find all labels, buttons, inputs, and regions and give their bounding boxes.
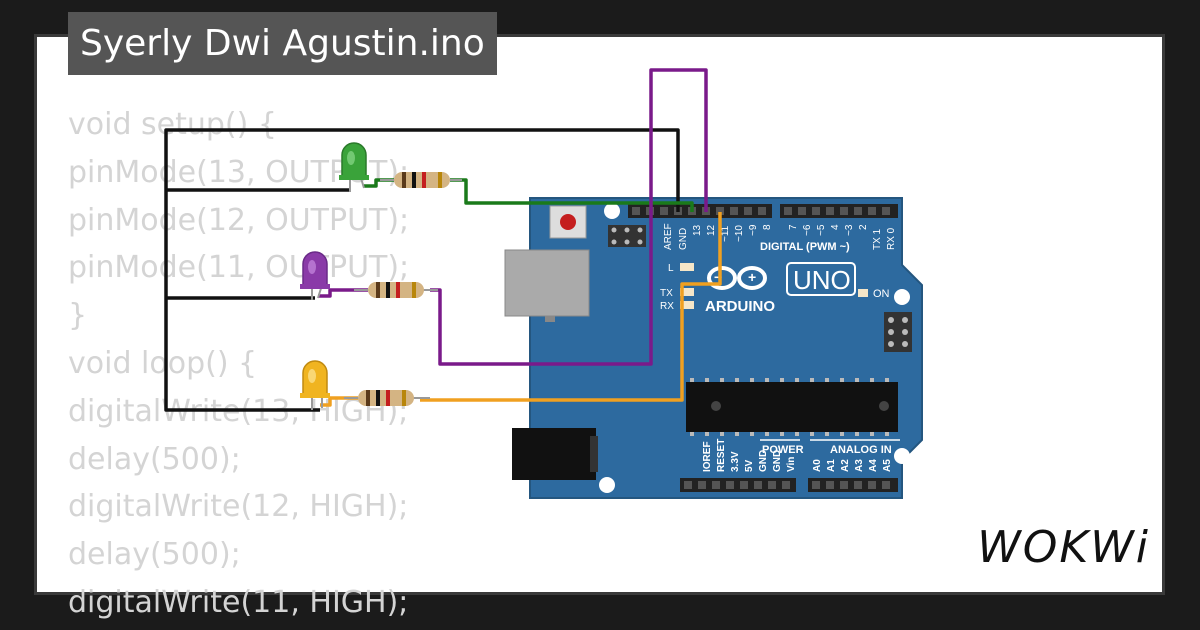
pin-label: 13 — [692, 224, 703, 236]
pin-label: GND — [772, 450, 783, 472]
pin-label: IOREF — [702, 441, 713, 472]
pin-label: RX 0 — [886, 227, 897, 250]
code-line: delay(500); — [68, 537, 241, 573]
code-line: pinMode(11, OUTPUT); — [68, 250, 410, 286]
pin-label: ~6 — [802, 224, 813, 236]
dc-power-jack — [512, 428, 598, 480]
power-label: POWER — [762, 444, 804, 456]
led-tx-label: TX — [660, 288, 673, 299]
code-line: void loop() { — [68, 345, 258, 381]
pin-label: 12 — [706, 224, 717, 236]
led-rx-label: RX — [660, 301, 674, 312]
resistor[interactable] — [344, 390, 430, 406]
pin-label: TX 1 — [872, 228, 883, 250]
atmega-chip — [686, 378, 898, 436]
code-line: delay(500); — [68, 441, 241, 477]
pin-label: ~5 — [816, 224, 827, 236]
code-line: pinMode(13, OUTPUT); — [68, 154, 410, 190]
code-line: pinMode(12, OUTPUT); — [68, 202, 410, 238]
icsp-header — [884, 312, 912, 352]
pin-label: A2 — [840, 459, 851, 472]
wokwi-logo: WOKWi — [977, 522, 1150, 573]
wire-pin12[interactable] — [430, 68, 708, 366]
code-line: digitalWrite(12, HIGH); — [68, 489, 409, 525]
usb-connector — [504, 249, 590, 322]
wire-gnd[interactable] — [164, 128, 680, 412]
pin-label: RESET — [716, 439, 727, 472]
board-maker: ARDUINO — [705, 298, 775, 315]
svg-text:+: + — [748, 269, 756, 285]
analog-label: ANALOG IN — [830, 444, 892, 456]
code-line: void setup() { — [68, 107, 277, 142]
pin-label: A0 — [812, 459, 823, 472]
on-label: ON — [873, 288, 890, 300]
led-rx — [680, 301, 694, 309]
pin-label: GND — [758, 450, 769, 472]
pin-label: A4 — [868, 459, 879, 472]
led-tx — [680, 288, 694, 296]
arduino-uno-board[interactable]: AREF GND 13 12 ~11 ~10 ~9 8 7 ~6 ~5 4 ~3… — [504, 197, 923, 499]
pin-label: ~9 — [748, 224, 759, 236]
resistor[interactable] — [354, 282, 438, 298]
code-line: } — [68, 298, 88, 334]
digital-label: DIGITAL (PWM ~) — [760, 241, 850, 253]
power-header — [680, 478, 796, 492]
led-yellow[interactable] — [300, 360, 330, 410]
digital-header-right — [780, 204, 898, 218]
pin-label: 3.3V — [730, 451, 741, 472]
reset-button[interactable] — [549, 205, 587, 239]
arduino-logo — [707, 266, 767, 290]
pin-label: 5V — [744, 459, 755, 472]
pin-label: AREF — [663, 223, 674, 250]
pin-label: A1 — [826, 459, 837, 472]
led-l-label: L — [668, 263, 674, 274]
pin-label: ~11 — [720, 225, 731, 242]
led-purple[interactable] — [300, 251, 330, 300]
project-title: Syerly Dwi Agustin.ino — [68, 12, 497, 75]
pin-label: 2 — [858, 224, 869, 230]
pin-label: GND — [678, 228, 689, 250]
resistor[interactable] — [380, 172, 462, 188]
pin-label: 7 — [788, 224, 799, 230]
led-green[interactable] — [339, 142, 369, 192]
pin-label: A5 — [882, 459, 893, 472]
pin-label: A3 — [854, 459, 865, 472]
led-l — [680, 263, 694, 271]
pin-label: Vin — [786, 457, 797, 472]
pin-label: 8 — [762, 224, 773, 230]
pin-label: ~3 — [844, 224, 855, 236]
pin-label: 4 — [830, 224, 841, 230]
svg-text:−: − — [714, 269, 722, 285]
pin-label: ~10 — [734, 225, 745, 242]
wire-pin11[interactable] — [420, 212, 722, 402]
led-on — [858, 289, 868, 297]
board-name: UNO — [793, 265, 851, 295]
code-line: digitalWrite(11, HIGH); — [68, 584, 409, 620]
